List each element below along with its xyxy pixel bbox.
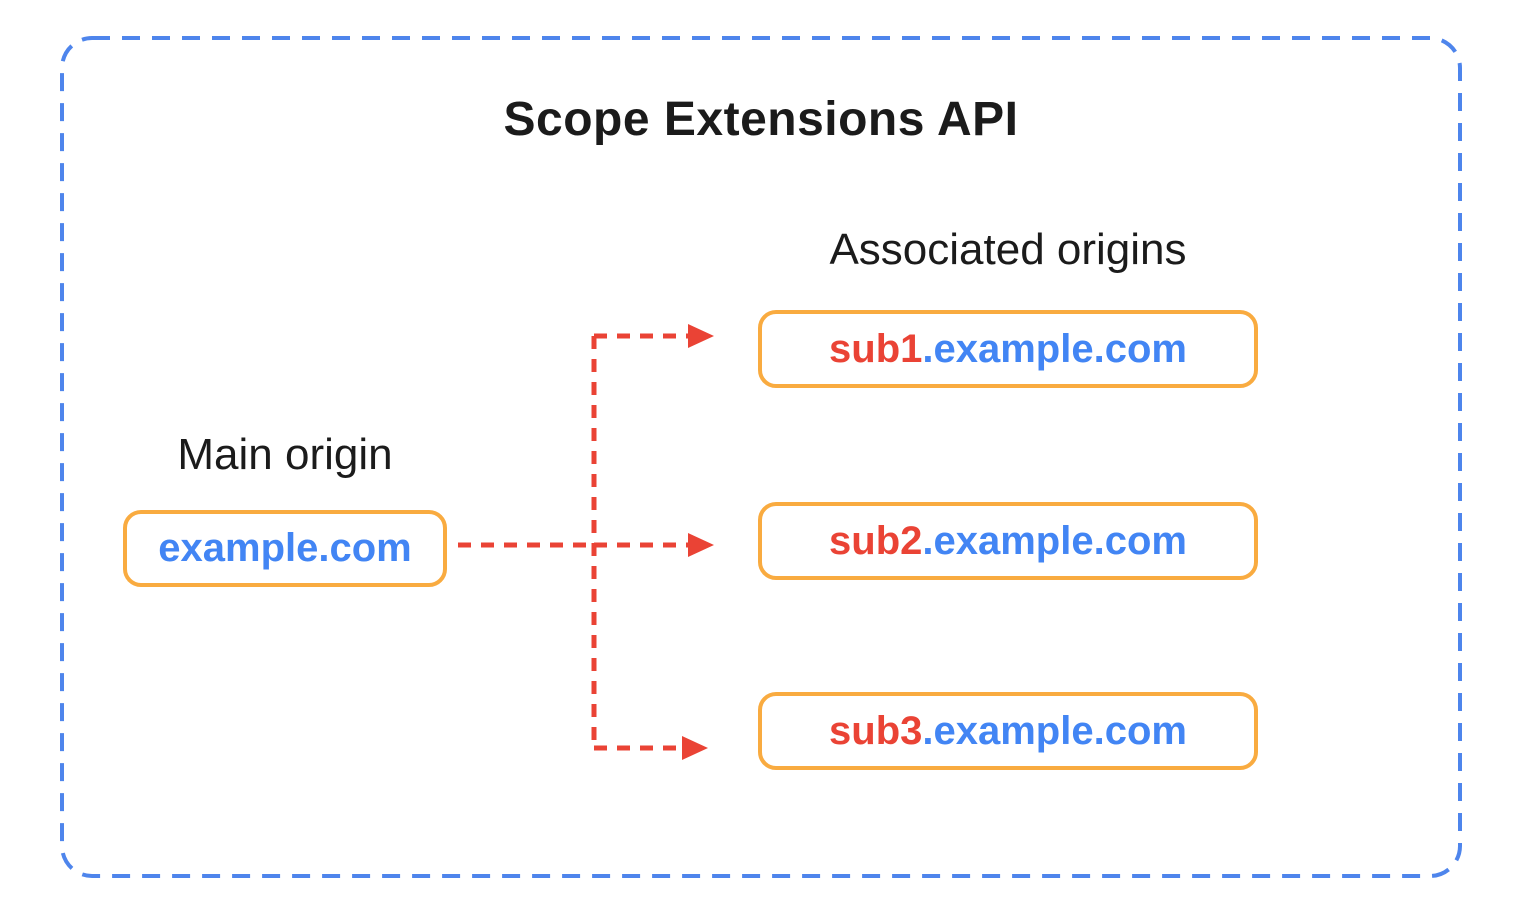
- associated-origins-label: Associated origins: [829, 225, 1187, 274]
- arrowhead-sub3-icon: [682, 736, 708, 760]
- arrowhead-sub2-icon: [688, 533, 714, 557]
- associated-origin-box-sub2: sub2.example.com: [758, 502, 1258, 580]
- diagram-title: Scope Extensions API: [503, 93, 1019, 146]
- sub2-suffix-text: .example.com: [922, 518, 1187, 563]
- main-origin-box: example.com: [123, 510, 447, 587]
- associated-origin-box-sub3: sub3.example.com: [758, 692, 1258, 770]
- arrowhead-sub1-icon: [688, 324, 714, 348]
- sub1-suffix-text: .example.com: [922, 326, 1187, 371]
- sub1-subdomain-text: sub1: [829, 326, 923, 371]
- associated-origin-box-sub1: sub1.example.com: [758, 310, 1258, 388]
- main-origin-label: Main origin: [177, 430, 393, 479]
- sub3-subdomain-text: sub3: [829, 708, 923, 753]
- sub2-subdomain-text: sub2: [829, 518, 923, 563]
- sub3-suffix-text: .example.com: [922, 708, 1187, 753]
- main-origin-domain: example.com: [158, 526, 412, 570]
